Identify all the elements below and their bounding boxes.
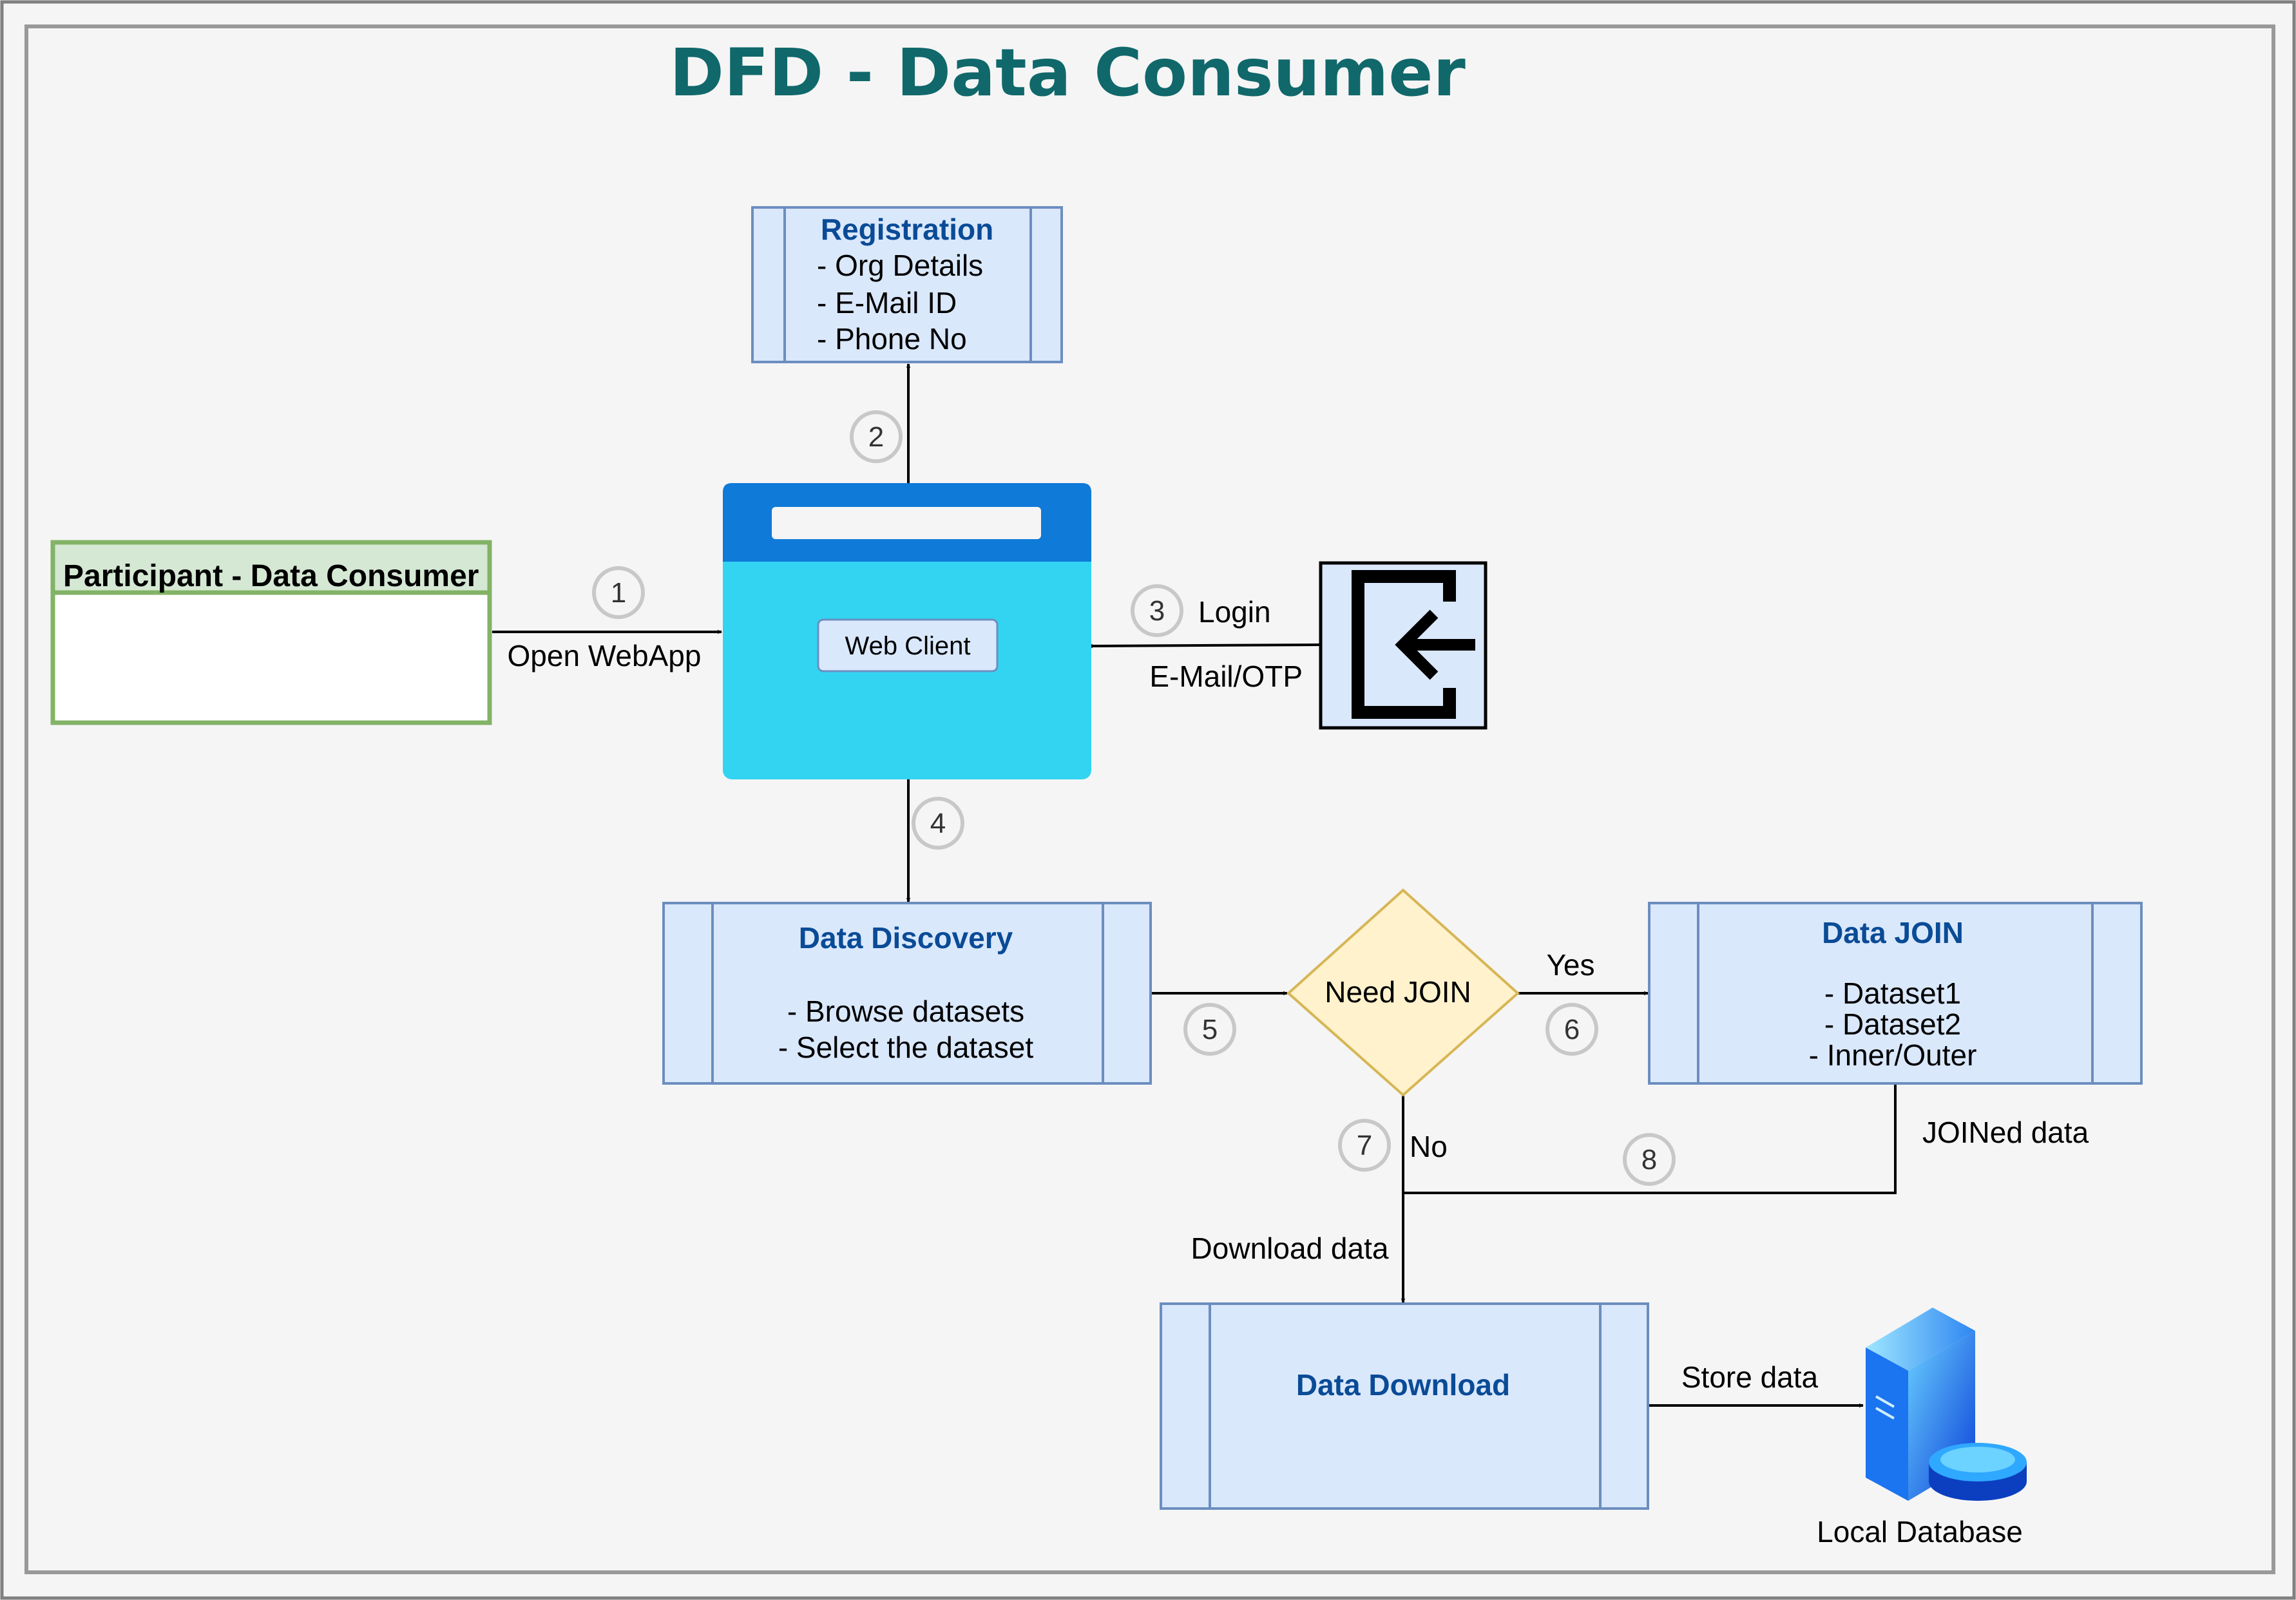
web-client-address-bar [772,507,1041,539]
step-badge: 6 [1545,1003,1598,1056]
svg-text:6: 6 [1564,1014,1580,1045]
edge-label-yes: Yes [1546,948,1594,982]
svg-text:5: 5 [1202,1014,1218,1045]
svg-text:7: 7 [1357,1130,1372,1161]
registration-item: - Org Details [817,249,983,282]
data-join-item: - Dataset1 [1824,976,1961,1010]
data-discovery-item: - Select the dataset [778,1031,1034,1064]
svg-text:1: 1 [611,577,626,609]
edge-login [1088,643,1320,649]
participant-header: Participant - Data Consumer [63,559,479,593]
svg-text:3: 3 [1149,595,1165,627]
local-database-label: Local Database [1817,1515,2023,1548]
step-badge: 8 [1623,1133,1676,1186]
edge-label-joined-data: JOINed data [1922,1116,2089,1149]
svg-text:2: 2 [868,421,884,453]
edge-label-no: No [1410,1130,1448,1163]
web-client-button[interactable] [817,618,999,672]
decision-label: Need JOIN [1325,975,1471,1009]
step-badge: 2 [850,410,903,463]
registration-item: - Phone No [817,322,967,356]
registration-item: - E-Mail ID [817,286,957,319]
login-icon[interactable] [1319,561,1488,730]
registration-title: Registration [821,213,993,246]
svg-text:8: 8 [1641,1144,1657,1176]
data-discovery-process[interactable]: Data Discovery - Browse datasets - Selec… [662,902,1152,1085]
edge-label-open-webapp: Open WebApp [508,639,702,672]
step-badge: 3 [1131,584,1183,637]
diagram-frame [24,24,2275,1574]
registration-process[interactable]: Registration - Org Details - E-Mail ID -… [751,206,1063,363]
data-join-item: - Dataset2 [1824,1007,1961,1041]
participant-data-consumer[interactable]: Participant - Data Consumer [50,540,492,725]
edge-label-store-data: Store data [1681,1360,1819,1394]
step-badge: 1 [592,566,645,619]
database-server-icon[interactable] [1866,1308,2027,1501]
data-join-item: - Inner/Outer [1809,1038,1977,1072]
edge-label-email-otp: E-Mail/OTP [1149,660,1303,693]
diagram-title: DFD - Data Consumer [669,35,1466,111]
data-join-process[interactable]: Data JOIN - Dataset1 - Dataset2 - Inner/… [1648,902,2143,1085]
step-badge: 7 [1338,1119,1391,1172]
data-discovery-item: - Browse datasets [787,995,1024,1028]
step-badge: 4 [912,797,964,850]
data-download-title: Data Download [1296,1368,1510,1402]
svg-text:4: 4 [930,808,946,839]
edge-label-download-data: Download data [1191,1232,1389,1265]
web-client-label: Web Client [845,632,971,660]
data-join-title: Data JOIN [1822,916,1964,949]
web-client-app[interactable]: Web Client [723,483,1091,779]
data-discovery-title: Data Discovery [799,921,1013,955]
edge-joined-data [1404,1083,1897,1194]
data-download-process[interactable]: Data Download [1160,1302,1649,1510]
step-badge: 5 [1183,1003,1236,1056]
need-join-decision[interactable]: Need JOIN [1286,888,1520,1097]
edge-label-login: Login [1198,595,1271,629]
